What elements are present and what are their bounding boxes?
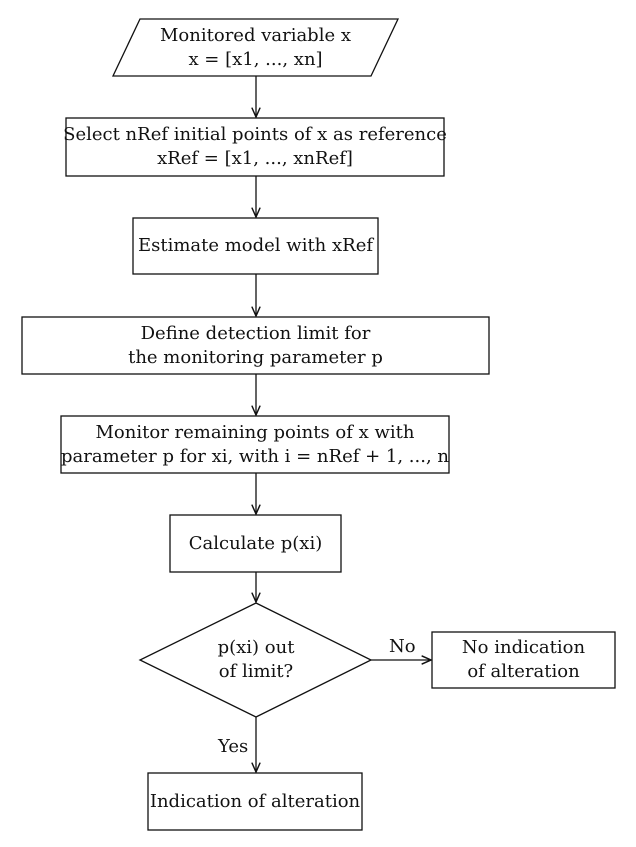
monitor-points-line-1: Monitor remaining points of x with — [95, 421, 415, 443]
alteration-label: Indication of alteration — [148, 773, 362, 830]
no-alteration-line-1: No indication — [461, 637, 586, 658]
select-reference-line-2: xRef = [x1, ..., xnRef] — [157, 148, 353, 169]
define-limit-label: Define detection limit for the monitorin… — [22, 317, 489, 374]
estimate-model-line-1: Estimate model with xRef — [137, 235, 374, 256]
input-line-1: Monitored variable x — [160, 24, 351, 46]
decision-line-1: p(xi) out — [217, 637, 295, 658]
edge-label-no: No — [389, 636, 416, 657]
no-alteration-label: No indication of alteration — [432, 632, 615, 688]
decision-label: p(xi) out of limit? — [170, 630, 342, 690]
select-reference-line-1: Select nRef initial points of x as refer… — [63, 124, 447, 145]
input-parallelogram — [111, 18, 400, 77]
define-limit-box — [21, 316, 490, 375]
select-reference-label: Select nRef initial points of x as refer… — [63, 118, 447, 176]
calculate-label: Calculate p(xi) — [170, 515, 341, 572]
input-label: Monitored variable x x = [x1, ..., xn] — [113, 19, 398, 76]
no-alteration-box — [431, 631, 616, 689]
alteration-box — [147, 772, 363, 831]
define-limit-line-1: Define detection limit for — [140, 322, 371, 344]
calculate-box — [169, 514, 342, 573]
monitor-points-line-2: parameter p for xi, with i = nRef + 1, .… — [60, 445, 450, 467]
input-line-2: x = [x1, ..., xn] — [188, 48, 323, 70]
no-alteration-line-2: of alteration — [467, 661, 580, 682]
define-limit-line-2: the monitoring parameter p — [128, 346, 383, 368]
edge-label-yes: Yes — [218, 736, 249, 757]
calculate-line-1: Calculate p(xi) — [188, 532, 323, 554]
monitor-points-box — [60, 415, 450, 474]
monitor-points-label: Monitor remaining points of x with param… — [61, 416, 449, 473]
alteration-line-1: Indication of alteration — [149, 790, 361, 812]
select-reference-box — [65, 117, 445, 177]
decision-line-2: of limit? — [218, 661, 294, 682]
estimate-model-label: Estimate model with xRef — [133, 218, 378, 274]
